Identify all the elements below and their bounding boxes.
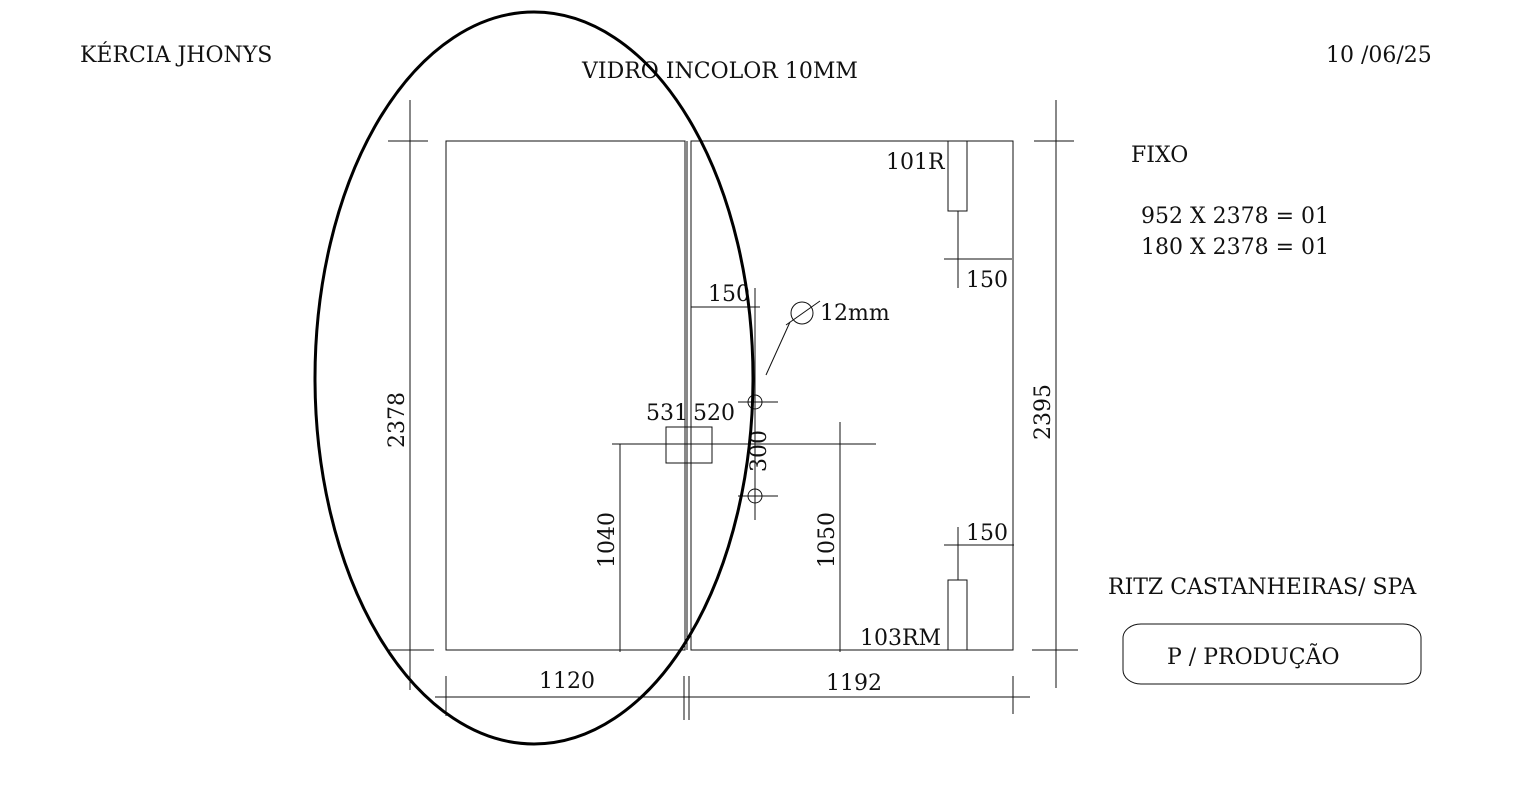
cut-list-item-2: 180 X 2378 = 01 <box>1141 235 1329 260</box>
top-hinge-offset-label: 150 <box>966 268 1008 293</box>
handle-block <box>665 426 713 464</box>
production-stamp-label: P / PRODUÇÃO <box>1167 642 1340 670</box>
material-title: VIDRO INCOLOR 10MM <box>581 59 858 84</box>
hole-group: 150 300 12mm <box>691 282 890 520</box>
hole-leader-line <box>765 321 791 376</box>
top-hinge-label: 101R <box>886 150 946 175</box>
cut-list-title: FIXO <box>1131 143 1188 168</box>
left-panel <box>445 140 686 651</box>
diameter-slash <box>785 300 821 326</box>
right-height-dimension: 2395 <box>1031 100 1078 688</box>
project-name: RITZ CASTANHEIRAS/ SPA <box>1108 575 1417 600</box>
hole-offset-label: 150 <box>708 282 750 307</box>
bottom-hinge-label: 103RM <box>860 626 941 651</box>
handle-group: 531 520 1040 1050 <box>595 401 876 652</box>
top-hinge: 101R 150 <box>886 140 1012 293</box>
production-stamp-box <box>1122 623 1422 685</box>
client-name: KÉRCIA JHONYS <box>80 41 272 68</box>
highlight-ellipse <box>313 10 755 746</box>
bottom-hinge-offset-label: 150 <box>966 521 1008 546</box>
right-handle-height-label: 1050 <box>815 512 840 568</box>
drawing-date: 10 /06/25 <box>1326 43 1432 68</box>
left-height-label: 2378 <box>385 392 410 448</box>
left-width-label: 1120 <box>539 669 595 694</box>
right-height-label: 2395 <box>1031 384 1056 440</box>
left-height-dimension: 2378 <box>385 100 434 690</box>
bottom-hinge: 103RM 150 <box>860 521 1014 651</box>
right-panel <box>690 140 1014 651</box>
bottom-width-dimensions: 1120 1192 <box>435 669 1030 720</box>
cut-list-item-1: 952 X 2378 = 01 <box>1141 204 1329 229</box>
handle-left-label: 531 <box>646 401 688 426</box>
handle-right-label: 520 <box>693 401 735 426</box>
left-handle-height-label: 1040 <box>595 512 620 568</box>
hole-diameter-label: 12mm <box>820 301 890 326</box>
right-width-label: 1192 <box>826 671 882 696</box>
diameter-icon <box>790 301 814 325</box>
